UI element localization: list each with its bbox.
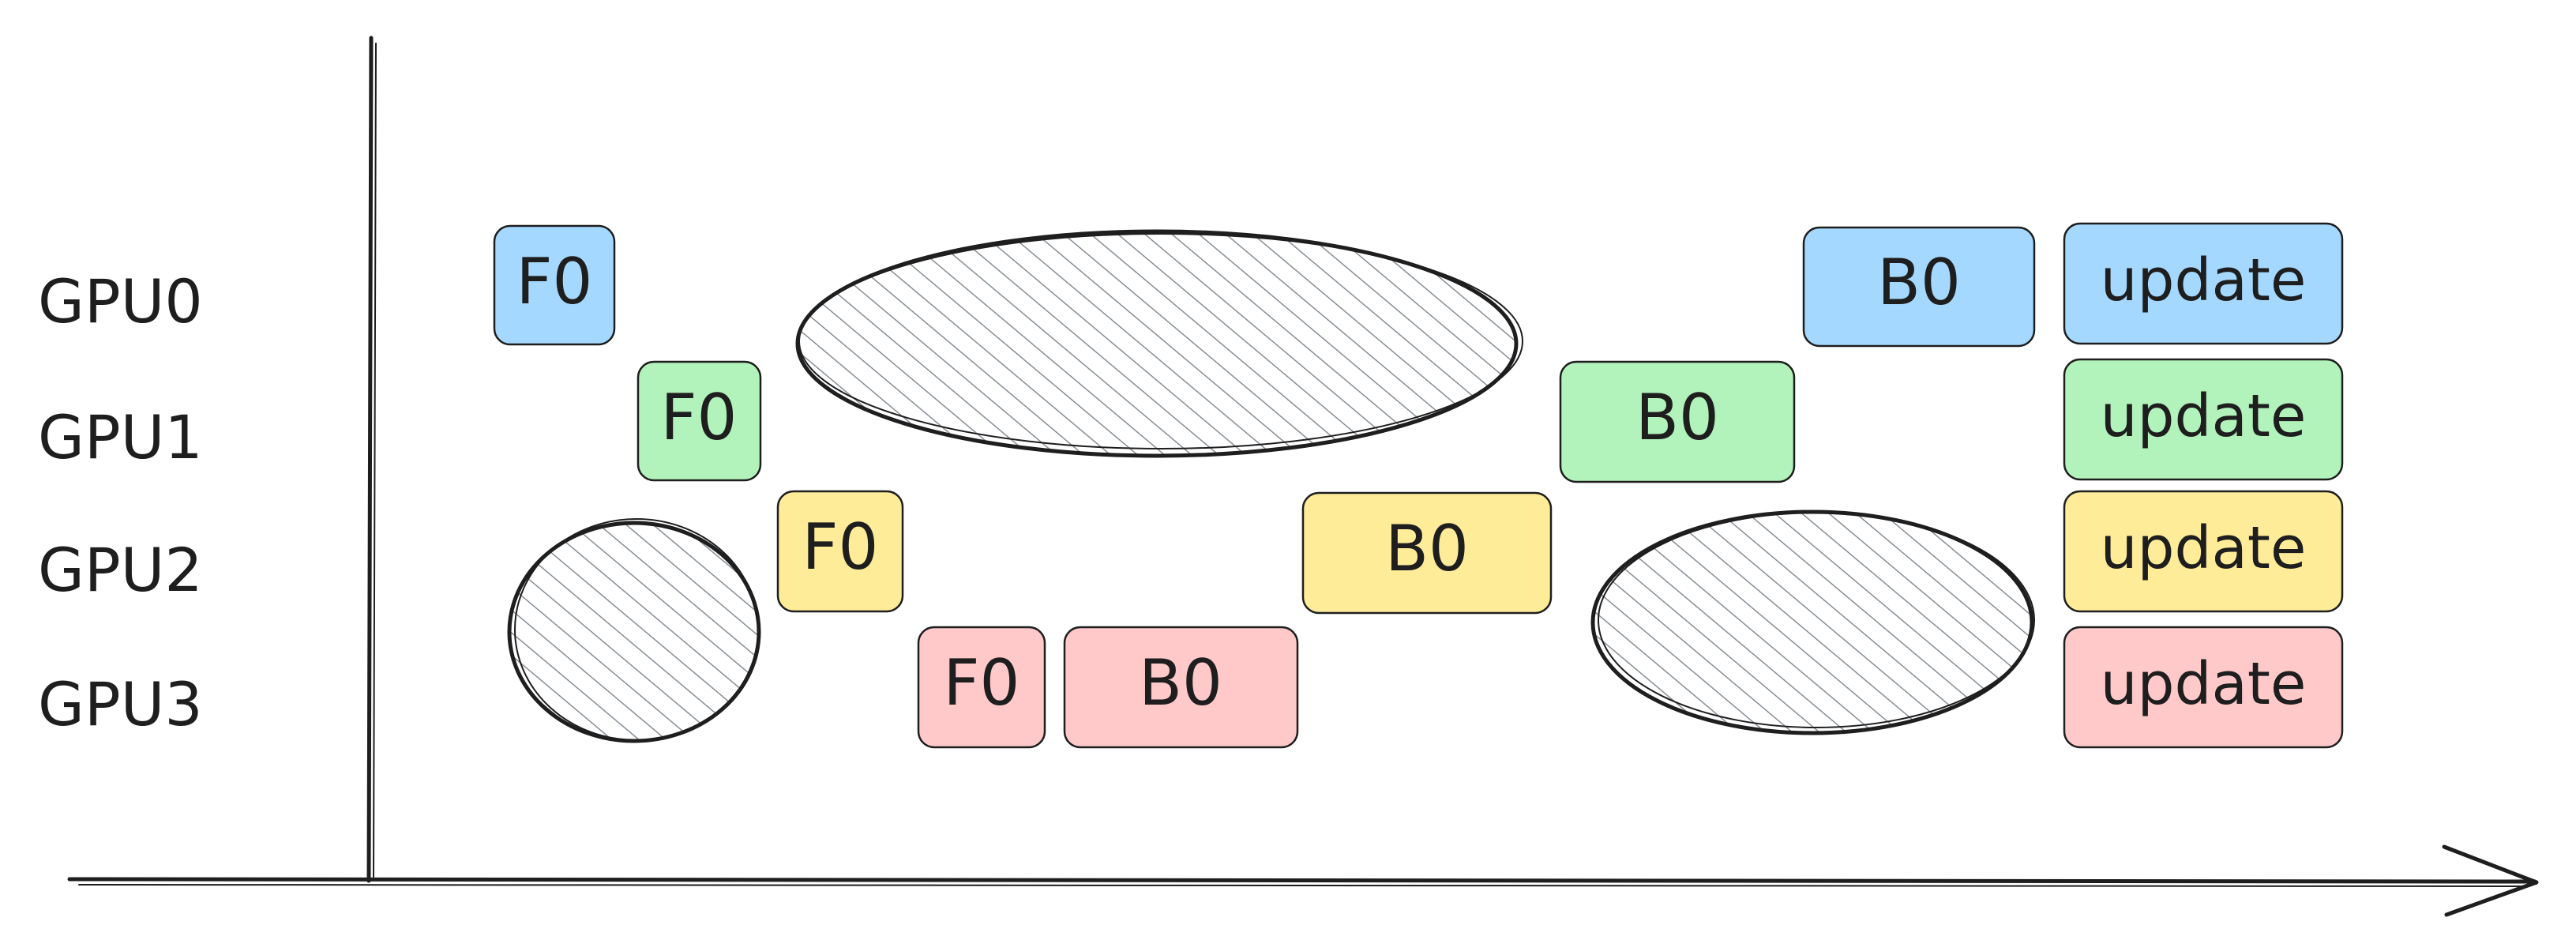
block-f0-gpu0-label: F0 [516, 245, 593, 318]
block-update-gpu1: update [2063, 358, 2344, 481]
x-axis-sketch [78, 884, 2528, 887]
bubble-gpu2-gpu3-left [507, 521, 761, 743]
row-label-gpu1: GPU1 [38, 402, 203, 472]
block-b0-gpu3-label: B0 [1139, 646, 1222, 720]
bubble-gpu0-gpu1-sketch [798, 233, 1523, 449]
block-update-gpu0: update [2063, 222, 2344, 345]
block-b0-gpu0-label: B0 [1877, 246, 1961, 319]
y-axis-sketch [373, 43, 377, 878]
block-f0-gpu0: F0 [493, 224, 616, 346]
block-update-gpu3-label: update [2101, 650, 2307, 718]
block-b0-gpu3: B0 [1063, 626, 1299, 749]
block-b0-gpu2-label: B0 [1385, 512, 1469, 585]
y-axis [366, 36, 374, 883]
bubble-gpu2-gpu3-left-sketch [514, 518, 759, 741]
block-update-gpu0-label: update [2101, 246, 2307, 314]
block-f0-gpu1-label: F0 [661, 381, 738, 454]
block-update-gpu2: update [2063, 490, 2344, 613]
x-axis-arrowhead [2442, 844, 2539, 917]
block-f0-gpu2-label: F0 [802, 510, 879, 584]
row-label-gpu2: GPU2 [38, 535, 203, 605]
block-b0-gpu1-label: B0 [1635, 381, 1719, 454]
bubble-gpu0-gpu1 [795, 229, 1519, 458]
block-b0-gpu0: B0 [1802, 226, 2036, 348]
row-label-gpu3: GPU3 [38, 669, 203, 739]
bubble-gpu2-gpu3-right-sketch [1598, 512, 2035, 728]
block-f0-gpu3: F0 [917, 626, 1046, 749]
block-b0-gpu1: B0 [1559, 360, 1796, 483]
block-f0-gpu2: F0 [776, 490, 904, 613]
block-update-gpu3: update [2063, 626, 2344, 749]
block-update-gpu2-label: update [2101, 514, 2307, 582]
row-label-gpu0: GPU0 [38, 266, 203, 337]
block-update-gpu1-label: update [2101, 382, 2307, 450]
block-f0-gpu1: F0 [636, 360, 762, 482]
bubble-gpu2-gpu3-right [1590, 510, 2034, 735]
block-b0-gpu2: B0 [1301, 491, 1553, 615]
x-axis [67, 877, 2537, 884]
block-f0-gpu3-label: F0 [944, 646, 1020, 720]
